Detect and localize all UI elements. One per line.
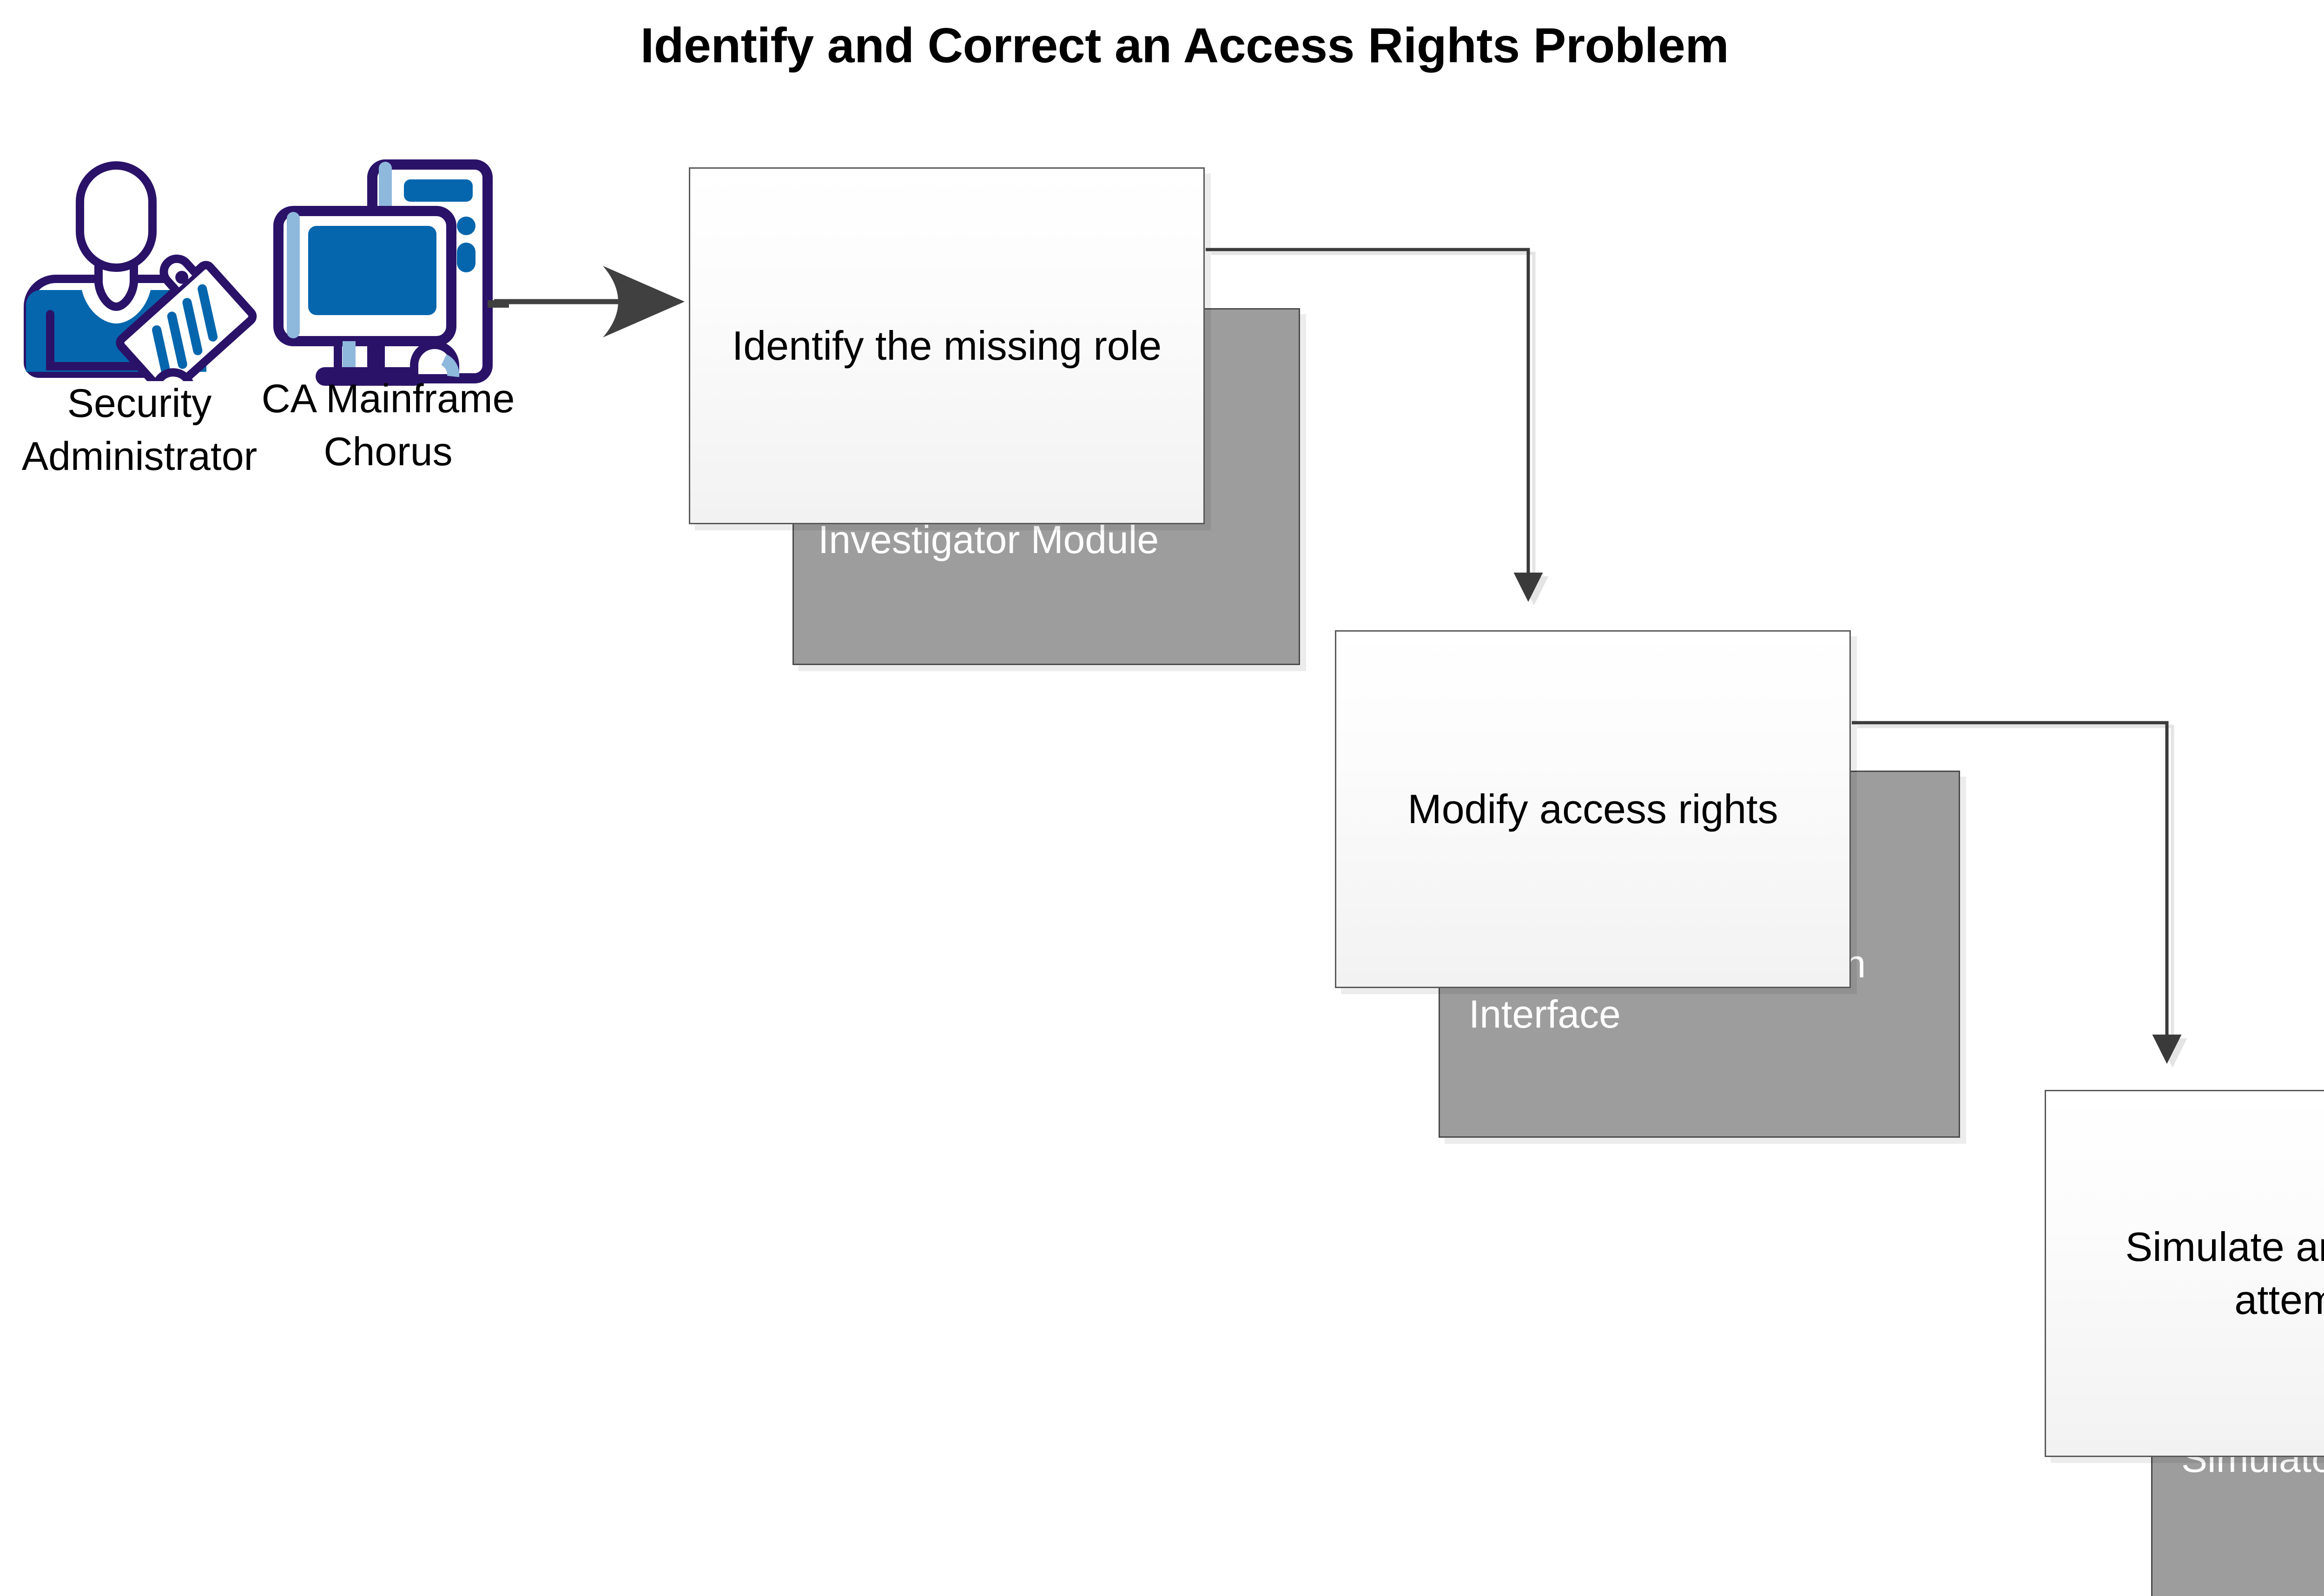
desktop-computer-icon (273, 159, 509, 386)
system-label-investigator-module: Investigator Module (818, 518, 1159, 561)
actor-label-line1: Security (67, 381, 212, 426)
actor-label-line2: Administrator (21, 434, 257, 479)
person-with-badge-icon (24, 161, 257, 381)
step-label-modify-access-rights: Modify access rights (1407, 785, 1778, 832)
step-label-identify-missing-role: Identify the missing role (732, 322, 1162, 369)
step-label-simulate-access-attempt: Simulate an access attempt (2125, 1223, 2324, 1323)
actor-label-security-administrator: Security Administrator (0, 377, 288, 483)
actor-label-line2: Chorus (324, 429, 453, 474)
step-box-simulate-access-attempt[interactable]: Simulate an access attempt (2045, 1090, 2324, 1457)
actor-label-ca-mainframe-chorus: CA Mainframe Chorus (244, 373, 532, 478)
actor-label-line1: CA Mainframe (261, 376, 515, 421)
page-title: Identify and Correct an Access Rights Pr… (640, 18, 1729, 73)
step-box-identify-missing-role[interactable]: Identify the missing role (689, 167, 1205, 524)
actor-security-administrator: Security Administrator (19, 149, 260, 479)
actor-ca-mainframe-chorus: CA Mainframe Chorus (262, 144, 515, 474)
step-box-modify-access-rights[interactable]: Modify access rights (1335, 630, 1851, 988)
